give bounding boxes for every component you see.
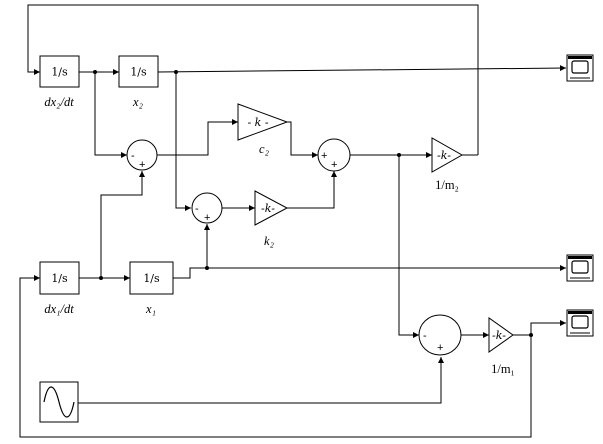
scope-1-screen-icon <box>571 60 589 74</box>
gain-k2-text: -k- <box>261 202 275 215</box>
junction-dot <box>93 70 97 74</box>
gain-inv-m2-text: -k- <box>437 149 451 162</box>
integrator-x2[interactable]: 1/s x₂ <box>118 55 159 109</box>
sum-mid[interactable]: - + <box>191 192 223 224</box>
integrator-dx1[interactable]: 1/s dx₁/dt <box>39 261 80 316</box>
gain-inv-m1[interactable]: -k- 1/m₁ <box>488 317 515 376</box>
wire-sumright-to-sumbottom <box>398 155 419 338</box>
wire-m1-to-scope3 <box>513 320 566 336</box>
sum-right[interactable]: + + <box>317 138 351 172</box>
gain-c2-text: - k - <box>247 116 268 129</box>
junction-dot <box>174 70 178 74</box>
wire-c2-to-sumright <box>287 121 318 158</box>
gain-inv-m1-text: -k- <box>492 329 506 342</box>
scope-2-screen-icon <box>571 260 589 274</box>
wire-feedback-bottom <box>19 275 532 438</box>
wire-x2-to-scope1 <box>157 65 567 73</box>
sum-top-sign-bottom: + <box>139 159 145 171</box>
sum-right-sign-bottom: + <box>331 159 337 171</box>
integrator-x1[interactable]: 1/s x₁ <box>129 261 174 316</box>
wires <box>19 4 567 438</box>
sum-bottom-sign-left: - <box>423 330 427 342</box>
sine-wave-source[interactable] <box>39 381 79 423</box>
scope-1[interactable] <box>566 54 594 82</box>
wire-k2-to-sumright <box>287 171 337 209</box>
wire-feedback-top <box>27 4 479 155</box>
gain-c2-label: c₂ <box>259 142 270 156</box>
integrator-x2-text: 1/s <box>130 66 147 79</box>
junction-dot <box>529 333 533 337</box>
junction-dot <box>99 276 103 280</box>
gain-inv-m2-label: 1/m₂ <box>435 178 459 192</box>
integrator-dx2-text: 1/s <box>51 66 68 79</box>
sum-right-sign-left: + <box>321 150 327 162</box>
scope-3-screen-icon <box>571 315 589 329</box>
integrator-dx1-label: dx₁/dt <box>44 302 74 316</box>
sum-top-sign-left: - <box>131 150 135 162</box>
wire-x2-to-summid <box>175 72 191 211</box>
gain-k2[interactable]: -k- k₂ <box>254 190 289 248</box>
sum-bottom-sign-bottom: + <box>437 342 443 354</box>
gain-k2-label: k₂ <box>264 234 275 248</box>
integrator-dx1-text: 1/s <box>51 272 68 285</box>
wire-dx1-to-sumtop <box>100 171 145 278</box>
integrator-x1-text: 1/s <box>143 272 160 285</box>
wire-x1-to-scope2 <box>173 265 566 279</box>
sum-mid-sign-bottom: + <box>204 212 210 224</box>
sum-bottom[interactable]: - + <box>418 314 462 356</box>
gain-c2[interactable]: - k - c₂ <box>237 103 289 156</box>
scope-3[interactable] <box>566 309 594 337</box>
integrator-x1-label: x₁ <box>145 302 156 316</box>
sum-mid-sign-left: - <box>195 203 199 215</box>
integrator-dx2[interactable]: 1/s dx₂/dt <box>39 55 80 109</box>
sine-wave-icon <box>43 386 75 418</box>
junction-dots <box>93 70 533 337</box>
wire-sumtop-to-c2 <box>156 119 238 156</box>
sum-top[interactable]: - + <box>126 139 158 171</box>
wire-dx2-to-sumtop <box>94 72 127 158</box>
integrator-x2-label: x₂ <box>132 95 144 109</box>
junction-dot <box>205 266 209 270</box>
scope-2[interactable] <box>566 254 594 282</box>
integrator-dx2-label: dx₂/dt <box>44 95 74 109</box>
wire-sine-to-sumbottom <box>78 357 444 404</box>
junction-dot <box>397 153 401 157</box>
gain-inv-m1-label: 1/m₁ <box>491 362 515 376</box>
gain-inv-m2[interactable]: -k- 1/m₂ <box>431 137 464 192</box>
